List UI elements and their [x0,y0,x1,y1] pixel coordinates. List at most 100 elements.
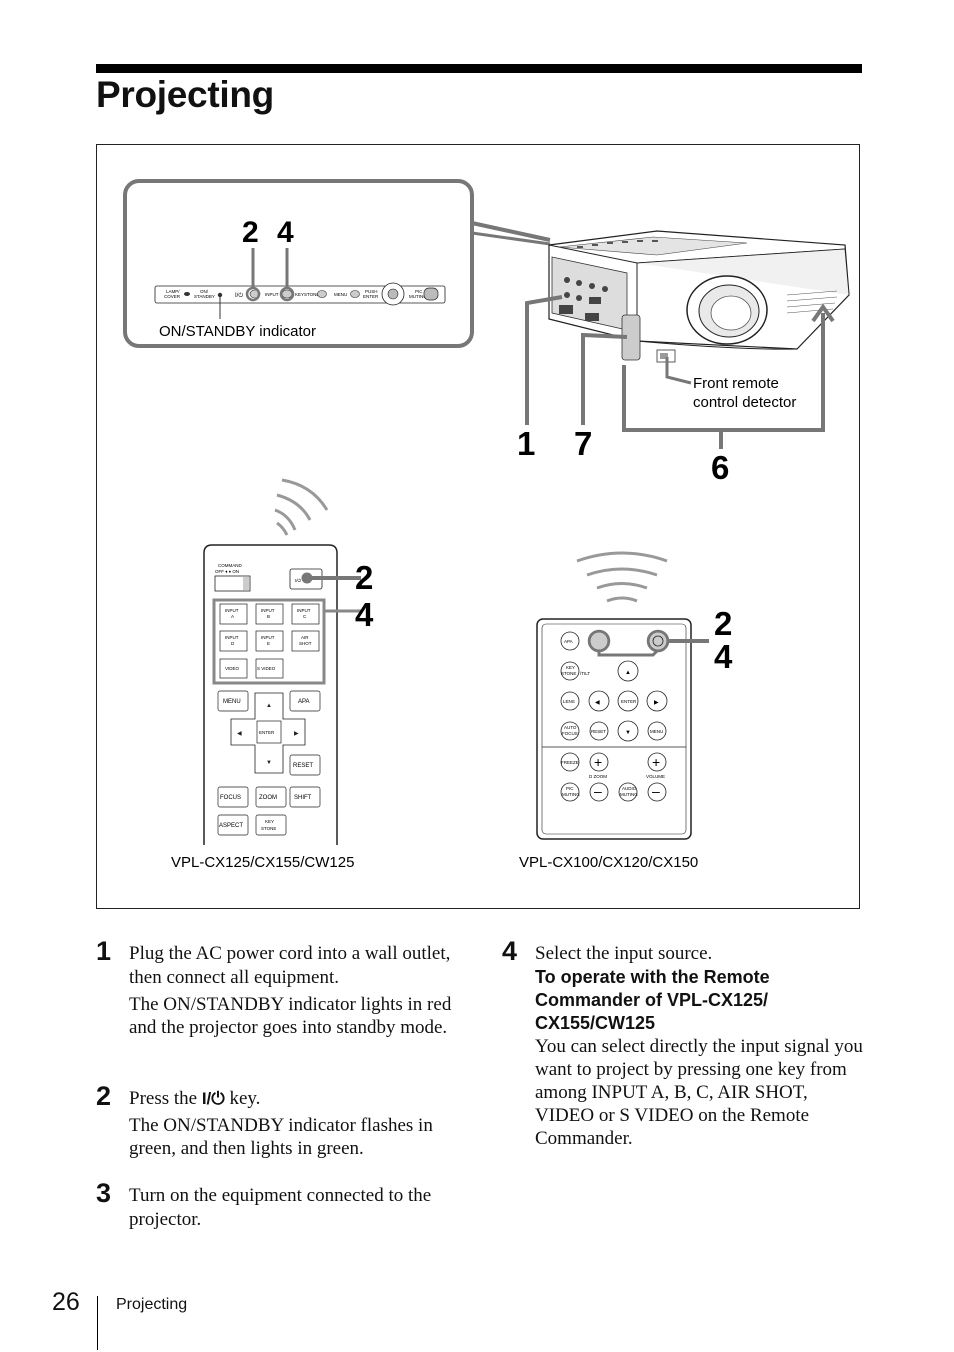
callout-2-remote2: 2 [714,605,732,642]
step-4: Select the input source. To operate with… [535,942,865,1150]
r1-air-shot-key[interactable] [291,630,320,652]
page-number: 26 [52,1288,80,1316]
r2-freeze-key[interactable] [560,752,580,772]
r1-input-a-label: INPUT [225,608,239,613]
front-remote-label-1: Front remote [693,375,779,392]
r1-shift-label: SHIFT [294,795,312,801]
panel-lamp-label: LAMP/ [166,289,180,294]
on-standby-indicator-label: ON/STANDBY indicator [159,323,316,340]
r1-svideo-label: S VIDEO [257,666,276,671]
r2-keystone-key[interactable] [560,661,580,681]
r1-input-a-key[interactable] [219,603,248,625]
panel-on-label: ON/ [200,289,209,294]
r1-input-c-key[interactable] [291,603,320,625]
r1-stone-label: STONE [261,826,276,831]
r1-reset-key[interactable] [289,754,321,776]
r1-up-arrow-icon: ▲ [266,703,272,709]
r1-enter-key[interactable] [256,720,282,744]
r2-enter-key[interactable] [617,690,639,712]
r2-volume-minus-key[interactable] [647,782,667,802]
r1-svideo-key[interactable] [255,658,284,679]
r1-input-keys-highlight [212,598,326,685]
r1-enter-label: ENTER [259,730,275,735]
r2-menu-label: MENU [650,729,663,734]
r2-up-key[interactable] [617,660,639,682]
r2-volume-label: VOLUME [646,774,665,779]
r1-command-switch[interactable] [214,575,251,592]
r1-focus-label: FOCUS [220,795,241,801]
r2-lens-key[interactable] [560,691,580,711]
r2-key-label: KEY [566,665,575,670]
r2-autofocus-key[interactable] [560,721,580,741]
step-1-number: 1 [96,936,112,966]
r2-down-key[interactable] [617,720,639,742]
callout-4-remote2: 4 [714,638,733,675]
r1-input-b-letter: B [267,614,270,619]
title-rule [96,64,862,73]
step-4-number: 4 [502,936,518,966]
r1-air-label: AIR [301,635,309,640]
r1-keystone-key[interactable] [255,814,287,836]
step-2-number: 2 [96,1081,112,1111]
r1-input-d-label: INPUT [225,635,239,640]
footer-section: Projecting [116,1296,188,1313]
r1-input-e-key[interactable] [255,630,284,652]
r1-down-arrow-icon: ▼ [266,760,272,766]
r2-reset-key[interactable] [589,721,609,741]
panel-input-button[interactable] [281,289,293,299]
r2-dzoom-plus-key[interactable] [589,752,609,772]
r2-dzoom-label: D ZOOM [589,774,607,779]
r2-focus-label: FOCUS [562,731,578,736]
step-2-suffix: key. [224,1088,261,1109]
r1-focus-key[interactable] [217,786,249,808]
front-remote-label-2: control detector [693,394,796,411]
panel-menu-button[interactable] [350,290,360,298]
r1-input-e-label: INPUT [261,635,275,640]
lamp-indicator [184,292,190,296]
r2-volume-plus-key[interactable] [647,752,667,772]
r1-apa-label: APA [298,699,310,705]
step-4-subheading: To operate with the Remote Commander of … [535,967,770,1033]
r1-zoom-key[interactable] [255,786,287,808]
r1-video-key[interactable] [219,658,248,679]
r1-key-label: KEY [265,819,274,824]
r2-left-key[interactable] [588,690,610,712]
figure-drawing: LAMP/ COVER ON/ STANDBY I/⏻ INPUT KEYSTO… [123,179,850,871]
step-4-text: Select the input source. [535,943,713,964]
callout-2-remote1: 2 [355,559,373,596]
r1-aspect-label: ASPECT [219,823,243,829]
r2-left-arrow-icon: ◀ [595,700,600,706]
r1-menu-label: MENU [223,699,241,705]
step-2-prefix: Press the [129,1088,202,1109]
projector-callouts: 1 7 6 Front remote control detector [517,295,835,486]
r2-apa-key[interactable] [560,631,580,651]
r2-menu-key[interactable] [647,721,667,741]
r1-aspect-key[interactable] [217,814,249,836]
r2-audio-muting-label: MUTING [620,792,638,797]
r1-input-d-key[interactable] [219,630,248,652]
r2-dzoom-minus-key[interactable] [589,782,609,802]
r1-shift-key[interactable] [289,786,321,808]
r2-right-arrow-icon: ▶ [654,700,659,706]
r1-power-label: I/⏻ [295,578,302,583]
r1-reset-label: RESET [293,763,313,769]
r2-down-arrow-icon: ▼ [625,730,631,736]
r1-input-a-letter: A [231,614,234,619]
remote-commander-cx125: COMMAND OFF ♦ ♦ ON I/⏻ INPUT [171,478,374,871]
remote-commander-cx100: APA KEY STONE /TILT ▲ LENS ◀ ENTER ▶ AUT… [519,551,733,871]
r2-right-key[interactable] [646,690,668,712]
r2-pic-muting-key[interactable] [560,782,580,802]
r2-up-arrow-icon: ▲ [625,670,631,676]
panel-push-label: PUSH [365,289,378,294]
r2-freeze-label: FREEZE [561,760,579,765]
r1-menu-key[interactable] [217,690,249,712]
footer-divider [97,1296,98,1350]
step-3-number: 3 [96,1178,112,1208]
r1-command-label: COMMAND [218,563,242,568]
r2-audio-muting-key[interactable] [618,782,638,802]
r1-input-b-key[interactable] [255,603,284,625]
r1-apa-key[interactable] [289,690,321,712]
callout-6: 6 [711,449,729,486]
panel-pic-muting-button[interactable] [423,287,439,301]
panel-keystone-button[interactable] [317,290,327,298]
